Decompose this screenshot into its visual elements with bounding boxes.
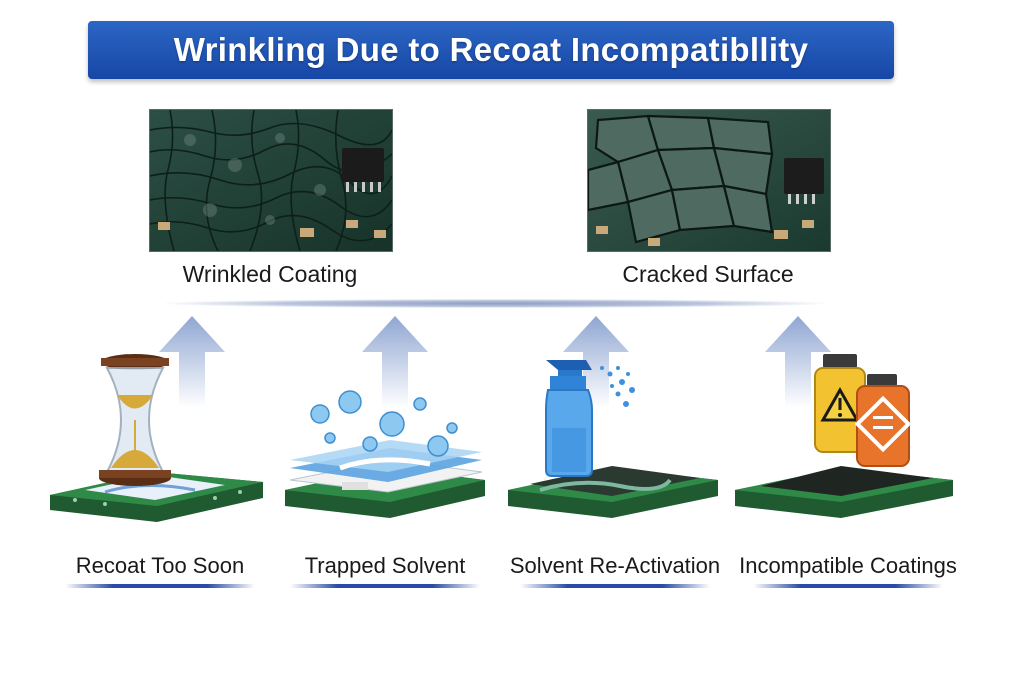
title-banner: Wrinkling Due to Recoat Incompatibllity (88, 21, 894, 79)
up-arrow-icon (765, 316, 831, 408)
divider-line (165, 299, 825, 308)
cause-label-trapped-solvent: Trapped Solvent (304, 553, 466, 578)
up-arrow-icon (362, 316, 428, 408)
cause-recoat-too-soon: Recoat Too Soon (45, 340, 275, 590)
cracked-surface-photo (587, 109, 831, 252)
cause-incompatible-coatings: Incompatible Coatings (733, 340, 963, 590)
cause-underline (520, 584, 710, 588)
cracked-surface-caption: Cracked Surface (622, 261, 794, 287)
cause-label-recoat-too-soon: Recoat Too Soon (75, 553, 245, 578)
cause-underline (753, 584, 943, 588)
cause-label-incompatible-coatings: Incompatible Coatings (739, 553, 957, 578)
cause-underline (65, 584, 255, 588)
cause-solvent-reactivation: Solvent Re-Activation (500, 340, 730, 590)
solvent-bubbles-icon (285, 390, 485, 518)
cause-underline (290, 584, 480, 588)
page-title: Wrinkling Due to Recoat Incompatibllity (173, 31, 809, 68)
cause-label-solvent-reactivation: Solvent Re-Activation (509, 553, 721, 578)
wrinkled-coating-photo (149, 109, 393, 252)
cause-trapped-solvent: Trapped Solvent (270, 340, 500, 590)
chemical-bottles-icon (735, 354, 953, 518)
up-arrow-icon (563, 316, 629, 408)
wrinkled-coating-caption: Wrinkled Coating (182, 261, 358, 287)
hourglass-icon (50, 354, 263, 522)
spray-bottle-icon (508, 360, 718, 518)
up-arrow-icon (159, 316, 225, 408)
